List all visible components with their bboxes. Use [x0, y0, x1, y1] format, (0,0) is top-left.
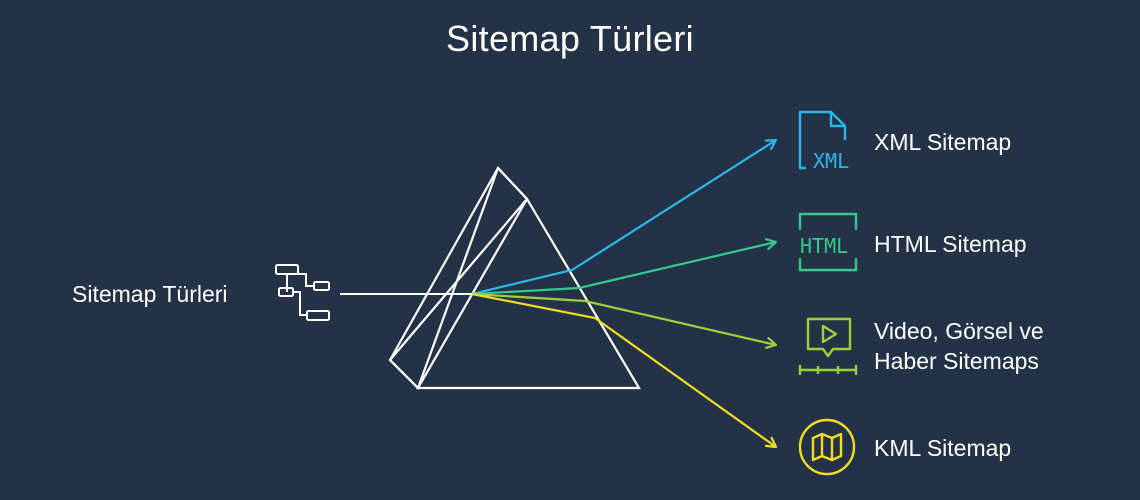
video-play-icon: [798, 317, 858, 375]
prism: [388, 165, 641, 390]
source-label: Sitemap Türleri: [72, 281, 228, 307]
html-page-icon: HTML: [798, 212, 858, 272]
sitemap-tree-icon: [275, 264, 330, 321]
xml-icon-text: XML: [813, 149, 849, 173]
beam-video: [471, 292, 776, 345]
xml-file-icon: XML: [798, 110, 849, 173]
kml-sitemap-label: KML Sitemap: [874, 435, 1012, 461]
html-sitemap-label: HTML Sitemap: [874, 231, 1027, 257]
beam-xml: [471, 140, 776, 296]
diagram-title: Sitemap Türleri: [446, 18, 694, 59]
video-sitemap-label-line2: Haber Sitemaps: [874, 348, 1039, 374]
map-icon: [798, 418, 856, 476]
video-sitemap-label: Video, Görsel ve Haber Sitemaps: [874, 316, 1044, 376]
beam-html: [471, 242, 776, 296]
beam-kml: [471, 292, 776, 447]
xml-sitemap-label: XML Sitemap: [874, 129, 1012, 155]
html-icon-text: HTML: [800, 234, 848, 258]
video-sitemap-label-line1: Video, Görsel ve: [874, 318, 1044, 344]
